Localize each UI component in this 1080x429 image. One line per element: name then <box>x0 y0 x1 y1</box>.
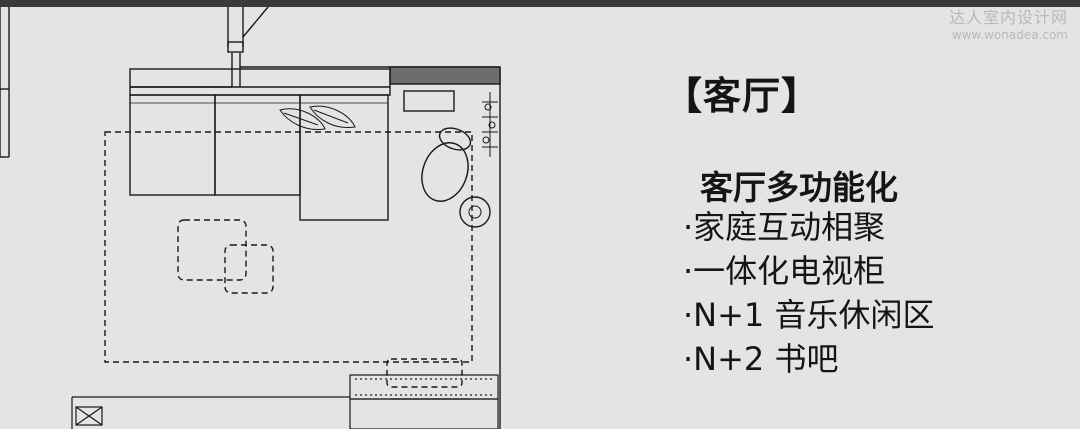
bullet: · <box>683 208 694 246</box>
floor-plan <box>0 7 501 429</box>
bench-seat <box>386 358 463 388</box>
feature-text: N+2 书吧 <box>693 340 839 378</box>
feature-item: ·N+1 音乐休闲区 <box>683 293 934 337</box>
feature-item: ·一体化电视柜 <box>683 249 934 293</box>
ottoman-small <box>224 244 274 294</box>
bullet: · <box>683 340 694 378</box>
bench-lower <box>349 398 499 429</box>
left-wall <box>0 7 10 158</box>
ottoman-large <box>177 219 247 281</box>
feature-item: ·家庭互动相聚 <box>683 205 934 249</box>
room-title: 【客厅】 <box>664 74 821 118</box>
room-subtitle: 客厅多功能化 <box>700 168 898 207</box>
watermark: 达人室内设计网 www.wonadea.com <box>949 4 1068 42</box>
cabinet-strip <box>129 68 391 96</box>
feature-item: ·N+2 书吧 <box>683 337 934 381</box>
door <box>227 7 269 53</box>
bullet: · <box>683 252 694 290</box>
wall-column <box>389 66 501 85</box>
feature-text: 家庭互动相聚 <box>693 208 886 246</box>
armchair <box>421 127 472 202</box>
cushions <box>279 105 356 131</box>
bullet: · <box>683 296 694 334</box>
watermark-name: 达人室内设计网 <box>948 8 1068 27</box>
side-table <box>403 90 455 112</box>
content-panel: 【客厅】 客厅多功能化 ·家庭互动相聚 ·一体化电视柜 ·N+1 音乐休闲区 ·… <box>0 7 1080 429</box>
round-table <box>459 196 491 228</box>
floor-drain <box>75 406 103 426</box>
feature-text: N+1 音乐休闲区 <box>693 296 935 334</box>
plant <box>482 92 498 157</box>
feature-list: ·家庭互动相聚 ·一体化电视柜 ·N+1 音乐休闲区 ·N+2 书吧 <box>683 205 934 381</box>
watermark-url: www.wonadea.com <box>951 28 1068 42</box>
sofa <box>129 94 389 221</box>
feature-text: 一体化电视柜 <box>693 252 886 290</box>
rug <box>104 131 473 363</box>
